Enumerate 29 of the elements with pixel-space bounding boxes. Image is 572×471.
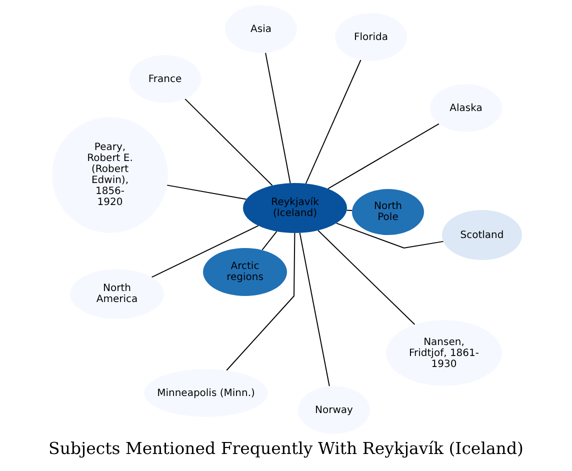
connector-line xyxy=(226,232,296,371)
topic-label: Nansen, Fridtjof, 1861-1930 xyxy=(408,336,480,370)
topic-label: Florida xyxy=(354,32,388,42)
connector-line xyxy=(166,184,247,200)
topic-label: France xyxy=(148,74,182,84)
connector-line xyxy=(328,123,440,190)
topic-label: Asia xyxy=(250,24,272,34)
topic-label: Peary, Robert E. (Robert Edwin), 1856-1920 xyxy=(86,142,134,208)
connector-line xyxy=(184,98,273,186)
topic-label: Alaska xyxy=(450,102,482,114)
topic-ellipse xyxy=(430,84,502,132)
connector-line xyxy=(299,232,330,387)
topic-label: Norway xyxy=(315,404,353,416)
topic-label: Reykjavík (Iceland) xyxy=(270,197,320,219)
topic-label: Minneapolis (Minn.) xyxy=(157,388,255,398)
connector-line xyxy=(305,60,362,184)
connector-line xyxy=(318,230,416,325)
topic-label: Arctic regions xyxy=(226,261,264,283)
topic-label: North America xyxy=(95,283,139,305)
connector-line xyxy=(346,210,353,211)
topic-ellipse xyxy=(352,189,424,235)
topic-label: Scotland xyxy=(460,230,504,240)
connector-line xyxy=(336,222,444,249)
topic-label: North Pole xyxy=(373,201,403,223)
chart-title: Subjects Mentioned Frequently With Reykjavík (Iceland) xyxy=(48,439,524,458)
connector-line xyxy=(262,230,278,251)
connector-line xyxy=(151,225,259,278)
connector-line xyxy=(265,52,291,184)
topic-ellipse xyxy=(203,248,287,296)
